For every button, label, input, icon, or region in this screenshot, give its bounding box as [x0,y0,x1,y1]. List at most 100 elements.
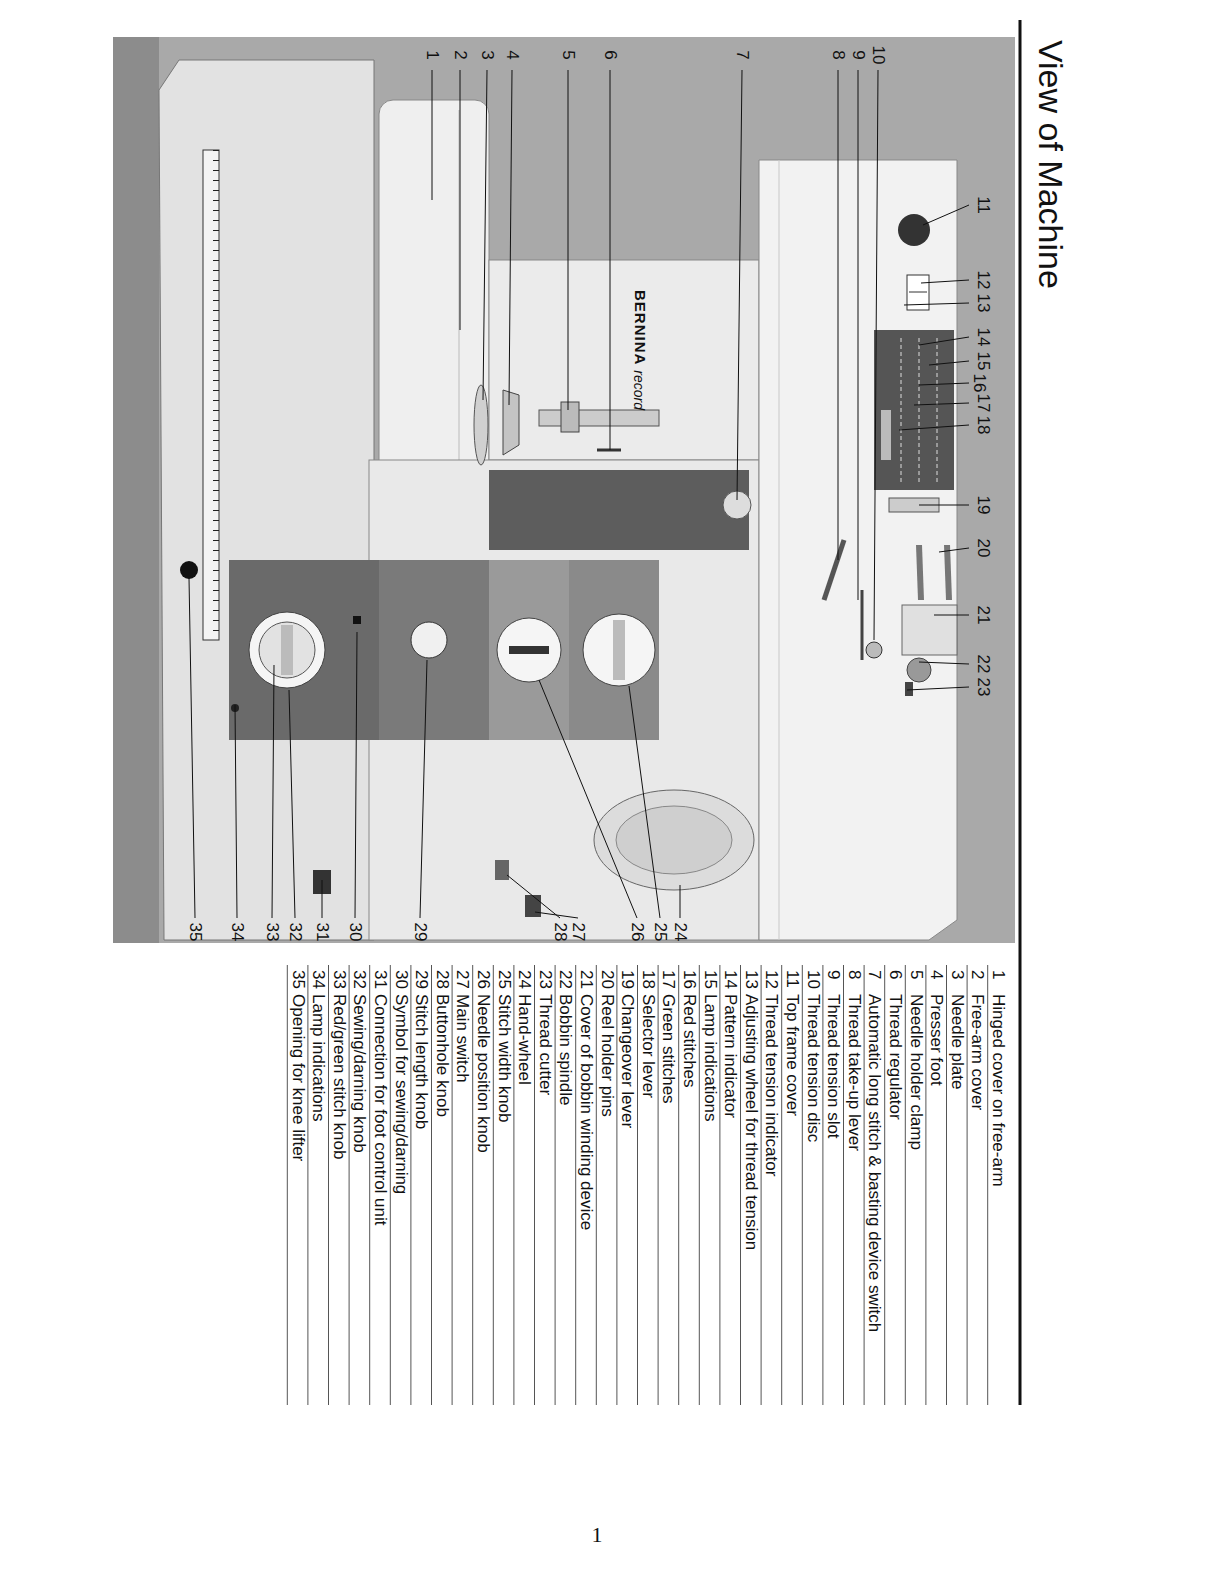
callout-number: 11 [975,196,992,214]
callout-number: 18 [975,416,992,435]
list-item: Free-arm cover [967,994,987,1110]
leader-lines-shape [420,660,427,918]
leader-lines-shape [923,205,969,225]
callout-number: 13 [975,294,992,313]
photo [113,37,1015,943]
list-item: Thread regulator [885,994,905,1120]
callout-number: 10 [870,46,887,65]
callout-number: 4 [504,50,521,59]
list-item: Changeover lever [617,994,637,1128]
callout-number: 28 [552,923,569,942]
leader-lines-shape [929,361,969,365]
list-item: Thread tension indicator [761,994,781,1176]
callout-number: 31 [314,923,331,942]
callout-number: 8 [830,50,847,59]
photo-shape [411,622,447,658]
callout-number: 5 [560,50,577,59]
photo-shape [509,646,549,654]
list-number: 20 [597,970,617,989]
photo-shape [874,330,954,490]
list-item: Needle position knob [473,994,493,1153]
list-item: Adjusting wheel for thread tension [741,994,761,1250]
list-number: 35 [288,970,308,989]
list-number: 32 [349,970,369,989]
photo-shape [249,612,325,688]
leader-lines-shape [235,705,237,918]
leader-lines-shape [919,337,969,345]
list-item: Automatic long stitch & basting device s… [864,994,884,1332]
photo-shape [616,806,732,874]
list-number: 25 [494,970,514,989]
photo-shape [489,560,569,740]
list-item: Needle holder clamp [906,994,926,1150]
list-number: 4 [926,970,946,979]
list-item: Thread tension disc [803,994,823,1142]
photo-shape [379,100,489,480]
callout-number: 34 [229,923,246,942]
list-number: 23 [535,970,555,989]
callout-number: 30 [347,923,364,942]
photo-shape [561,402,579,432]
photo-shape [861,590,864,660]
list-number: 9 [823,970,843,979]
callout-number: 33 [264,923,281,942]
list-number: 29 [411,970,431,989]
leader-lines-shape [899,425,969,430]
photo-shape [901,338,902,482]
leader-lines-shape [432,70,433,200]
list-number: 16 [679,970,699,989]
callout-number: 20 [975,539,992,558]
list-number: 18 [638,970,658,989]
list-item: Symbol for sewing/darning [391,994,411,1194]
photo-shape [353,616,361,624]
photo-shape [881,410,891,460]
leader-lines-shape [838,70,839,560]
list-number: 8 [844,970,864,979]
callout-number: 2 [452,50,469,59]
photo-shape [113,37,1015,943]
list-number: 27 [452,970,472,989]
leader-lines-shape [322,880,323,918]
brand-logo: BERNINA [631,290,649,365]
photo-shape [583,614,655,686]
photo-shape [497,618,561,682]
photo-shape [779,160,780,940]
photo-shape [824,540,844,600]
leader-lines-shape [914,403,969,405]
leader-lines-shape [289,690,295,918]
leader-lines-shape [610,70,611,450]
photo-shape [203,150,219,640]
callout-number: 1 [424,50,441,59]
photo-shape [379,560,489,740]
callout-number: 6 [602,50,619,59]
callout-number: 35 [187,923,204,942]
callout-number: 19 [975,496,992,515]
callout-number: 21 [975,606,992,625]
list-item: Presser foot [926,994,946,1086]
leader-lines-shape [680,885,681,918]
photo-shape [905,682,913,696]
list-number: 34 [308,970,328,989]
photo-shape [937,338,938,482]
leader-lines-shape [904,303,969,305]
callout-number: 12 [975,271,992,290]
leader-lines-shape [919,383,969,385]
photo-shape [489,470,749,550]
photo-shape [281,625,293,675]
callout-number: 25 [652,923,669,942]
list-number: 26 [473,970,493,989]
leader-lines [189,70,969,918]
list-item: Top frame cover [782,994,802,1116]
list-number: 19 [617,970,637,989]
leader-lines-shape [907,687,969,690]
callout-number: 15 [975,352,992,371]
list-number: 6 [885,970,905,979]
callout-number: 9 [850,50,867,59]
list-number: 12 [761,970,781,989]
list-number: 2 [967,970,987,979]
list-item: Cover of bobbin winding device [576,994,596,1230]
list-number: 1 [988,970,1008,979]
photo-shape [898,214,930,246]
callout-number: 26 [629,923,646,942]
photo-shape [947,545,949,600]
